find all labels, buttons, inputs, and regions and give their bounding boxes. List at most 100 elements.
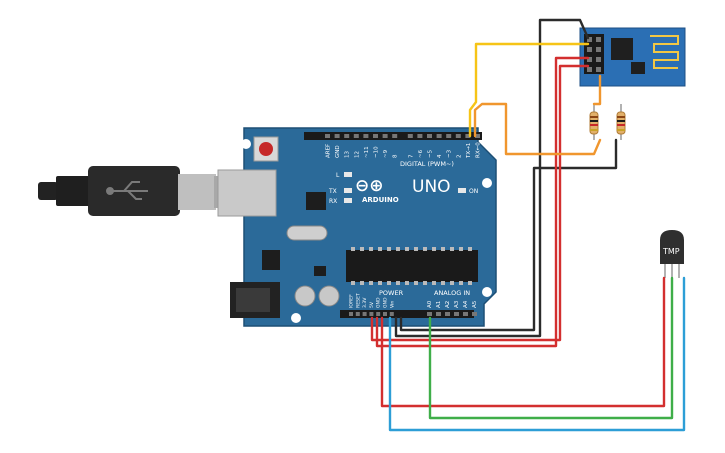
- power-pin[interactable]: [389, 312, 394, 316]
- capacitor: [294, 285, 316, 307]
- crystal-oscillator: [286, 225, 328, 241]
- analog-pin[interactable]: [454, 312, 459, 316]
- wire-red-5v-tmp[interactable]: [380, 276, 666, 408]
- analog-pin-label: A3: [454, 300, 460, 308]
- analog-pin-label: A5: [472, 300, 478, 308]
- resistor-1[interactable]: [589, 104, 599, 140]
- digital-pin-label: ~6: [418, 149, 424, 158]
- board-brand-label: ARDUINO: [362, 196, 399, 204]
- power-pin[interactable]: [376, 312, 381, 316]
- digital-pin[interactable]: [446, 134, 452, 138]
- wire-black-gnd-esp-1[interactable]: [394, 18, 590, 338]
- chip-leg: [468, 281, 472, 285]
- digital-pin[interactable]: [334, 134, 340, 138]
- digital-pin[interactable]: [427, 134, 432, 138]
- analog-pin[interactable]: [445, 312, 450, 316]
- chip-leg: [468, 247, 472, 251]
- power-analog-pin-header: [340, 310, 474, 318]
- chip-leg: [396, 247, 400, 251]
- digital-pin[interactable]: [417, 134, 423, 138]
- led-rx-label: RX: [329, 198, 337, 205]
- mount-hole: [482, 178, 492, 188]
- digital-pin-label: 7: [408, 154, 414, 158]
- wire-red-3v3-esp-2[interactable]: [370, 64, 590, 342]
- power-pin[interactable]: [355, 312, 360, 316]
- led-tx-label: TX: [328, 188, 337, 195]
- analog-pin-label: A1: [436, 301, 442, 308]
- power-pin-label: IOREF: [349, 294, 355, 308]
- analog-header-label: ANALOG IN: [434, 289, 470, 297]
- digital-pin[interactable]: [407, 134, 413, 138]
- power-pin[interactable]: [383, 312, 387, 316]
- mount-hole: [241, 139, 251, 149]
- chip-leg: [387, 281, 391, 285]
- tmp36-temperature-sensor[interactable]: TMP: [660, 230, 684, 278]
- digital-pin-label: RX←0: [476, 142, 482, 158]
- led-on: [458, 188, 466, 193]
- usb-icon: [106, 181, 148, 200]
- analog-pin[interactable]: [436, 312, 441, 316]
- wire-green-a0-tmp[interactable]: [428, 276, 674, 420]
- power-header-label: POWER: [379, 289, 404, 297]
- digital-pin[interactable]: [392, 134, 398, 138]
- reset-button[interactable]: [253, 136, 279, 162]
- digital-pin-label: ~5: [428, 149, 434, 158]
- analog-pin[interactable]: [463, 312, 468, 316]
- usb-cable[interactable]: [38, 166, 222, 216]
- chip-leg: [378, 281, 382, 285]
- esp-antenna-trace: [650, 35, 679, 69]
- power-pin[interactable]: [369, 312, 374, 316]
- digital-pin[interactable]: [325, 134, 330, 138]
- digital-pin-label: ~11: [364, 146, 370, 158]
- digital-pin-label: ~9: [383, 149, 389, 158]
- power-pin-label: RESET: [355, 293, 361, 308]
- smd-component: [314, 266, 326, 276]
- wire-black-gnd-esp-2[interactable]: [399, 138, 618, 332]
- wire-orange-esp[interactable]: [592, 74, 602, 106]
- power-pin[interactable]: [349, 312, 353, 316]
- power-pin[interactable]: [362, 312, 367, 316]
- usb-cable-strain: [38, 182, 58, 200]
- resistor-2[interactable]: [616, 104, 626, 140]
- digital-pin[interactable]: [465, 134, 471, 138]
- power-pin-label: GND: [383, 297, 389, 308]
- wire-red-3v3-esp-1[interactable]: [375, 56, 590, 348]
- analog-pin[interactable]: [472, 312, 477, 316]
- chip-leg: [369, 247, 373, 251]
- sensor-label: TMP: [662, 247, 680, 256]
- esp8266-wifi-module[interactable]: [579, 27, 686, 87]
- led-l: [344, 172, 352, 177]
- wire-blue-gnd-tmp[interactable]: [388, 276, 686, 432]
- digital-pin[interactable]: [373, 134, 378, 138]
- chip-leg: [423, 281, 427, 285]
- chip-leg: [459, 247, 463, 251]
- chip-leg: [414, 247, 418, 251]
- digital-pin[interactable]: [455, 134, 461, 138]
- wire-orange-rx[interactable]: [473, 102, 602, 156]
- digital-pin-label: GND: [335, 145, 341, 158]
- digital-pin[interactable]: [353, 134, 359, 138]
- digital-pin-label: ~3: [447, 149, 453, 158]
- digital-pin[interactable]: [363, 134, 369, 138]
- chip-leg: [360, 247, 364, 251]
- chip-leg: [405, 281, 409, 285]
- wire-yellow-tx[interactable]: [468, 42, 590, 138]
- chip-leg: [360, 281, 364, 285]
- digital-pin[interactable]: [382, 134, 388, 138]
- board-model-label: UNO: [412, 177, 451, 197]
- analog-pin[interactable]: [427, 312, 432, 316]
- dc-power-jack: [230, 282, 280, 318]
- digital-pin-label: 4: [437, 154, 443, 158]
- analog-pin-label: A4: [463, 300, 469, 308]
- chip-leg: [432, 281, 436, 285]
- chip-leg: [423, 247, 427, 251]
- digital-pin[interactable]: [344, 134, 350, 138]
- digital-pin[interactable]: [475, 134, 480, 138]
- digital-pin[interactable]: [436, 134, 442, 138]
- chip-leg: [414, 281, 418, 285]
- mount-hole: [291, 313, 301, 323]
- power-pin-label: Vin: [389, 301, 395, 308]
- chip-leg: [351, 281, 355, 285]
